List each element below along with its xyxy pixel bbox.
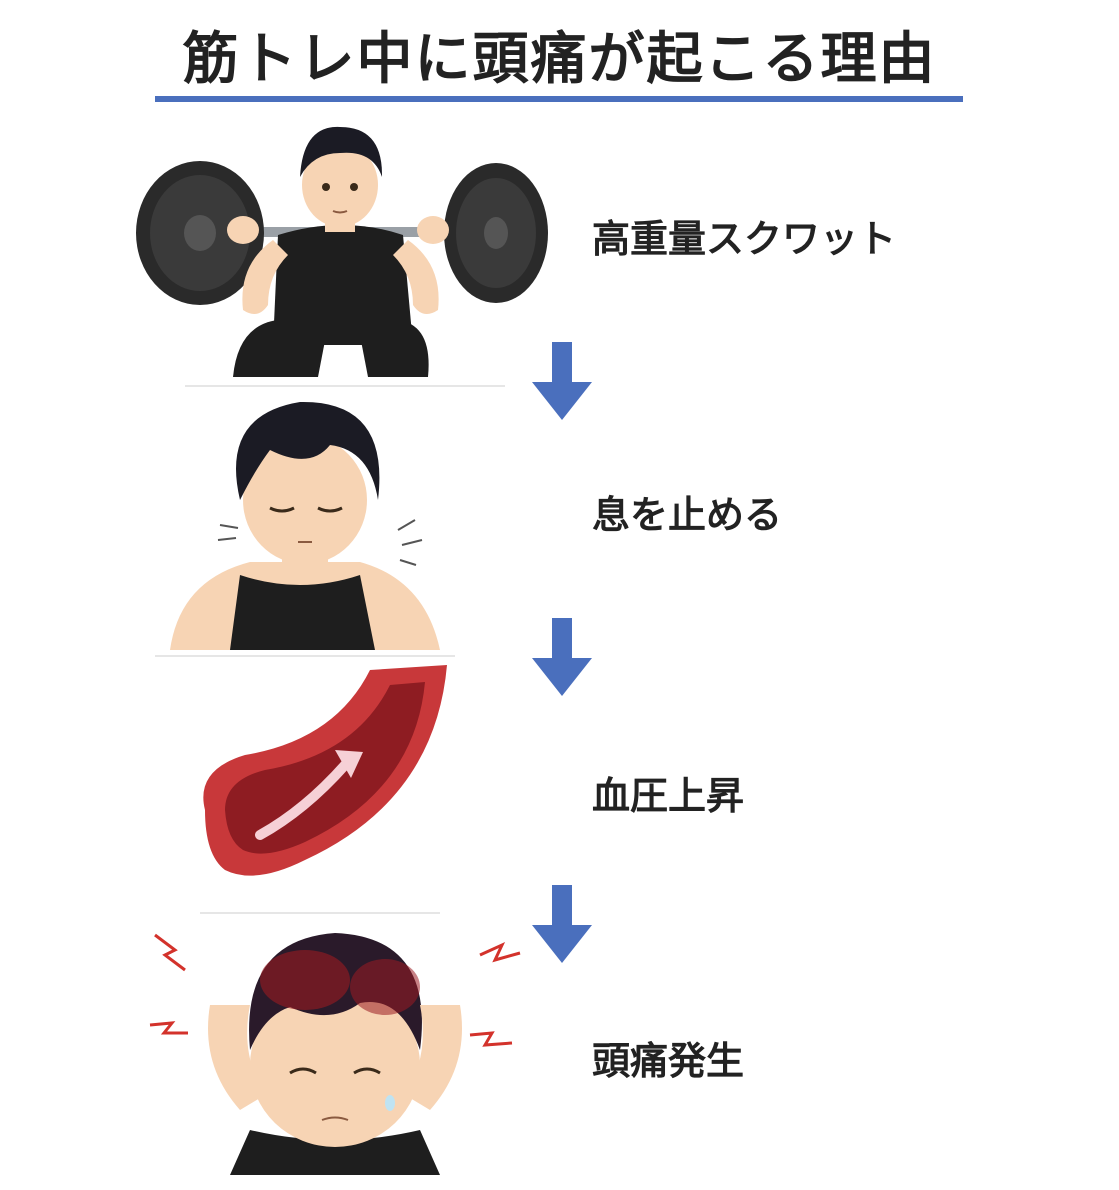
step-label-holding-breath: 息を止める: [592, 484, 782, 539]
down-arrow-icon: [532, 885, 592, 965]
headache-illustration: [140, 915, 530, 1175]
blood-vessel-illustration: [185, 660, 455, 890]
down-arrow-icon: [532, 342, 592, 422]
step-label-headache: 頭痛発生: [592, 1030, 744, 1085]
panel-divider: [185, 385, 505, 387]
holding-breath-illustration: [160, 390, 450, 650]
panel-divider: [200, 912, 440, 914]
step-label-squat: 高重量スクワット: [592, 208, 896, 263]
page-title: 筋トレ中に頭痛が起こる理由: [0, 14, 1119, 95]
panel-divider: [155, 655, 455, 657]
down-arrow-icon: [532, 618, 592, 698]
title-underline: [155, 96, 963, 102]
step-label-blood-pressure: 血圧上昇: [592, 765, 744, 820]
squat-illustration: [128, 115, 550, 377]
